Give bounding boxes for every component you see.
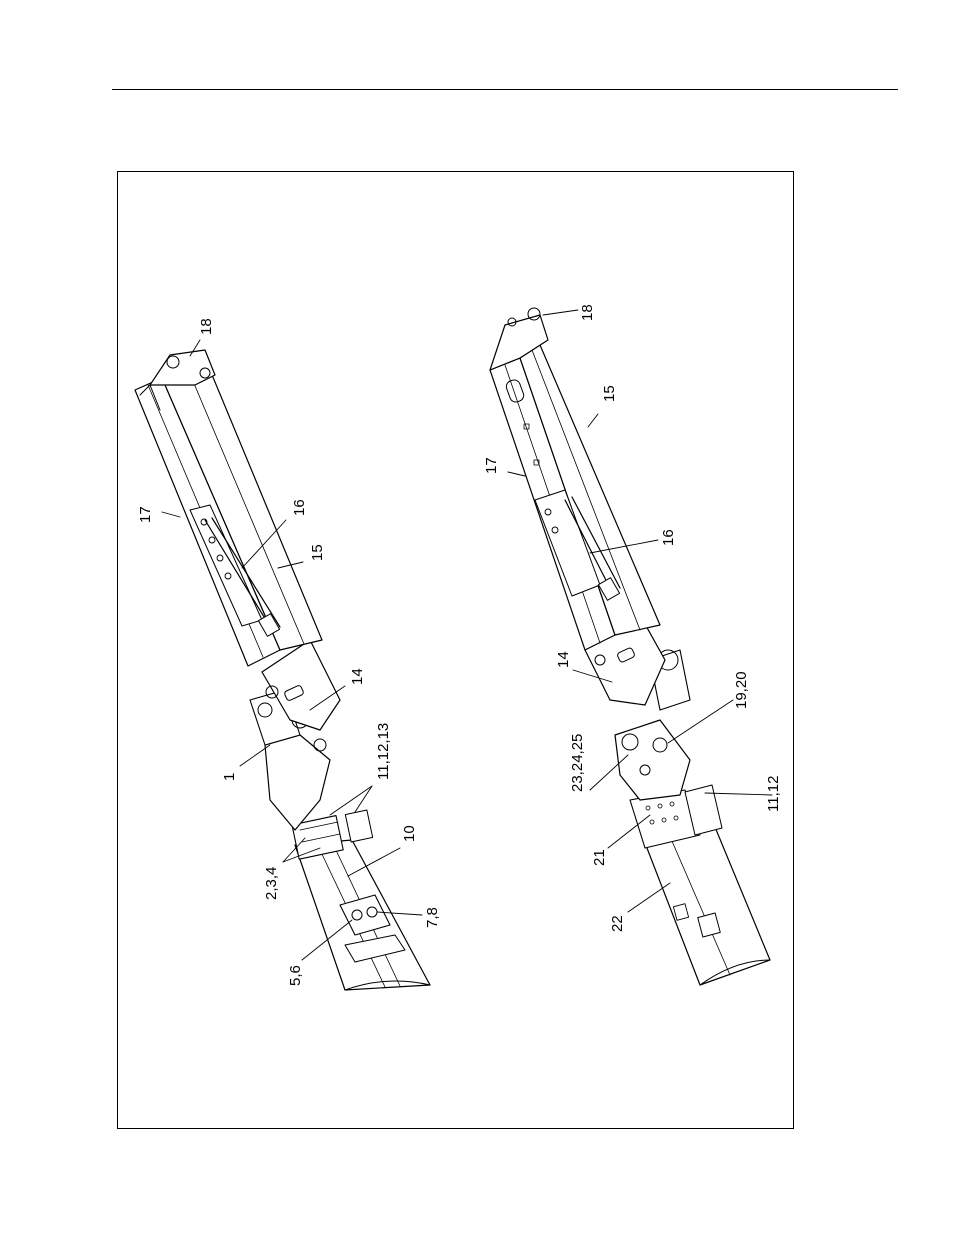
callout-right-22: 22	[609, 915, 626, 932]
callout-left-1: 1	[221, 773, 238, 781]
callout-right-16: 16	[660, 529, 677, 546]
callout-right-15: 15	[601, 385, 618, 402]
callout-left-7-8: 7,8	[424, 907, 441, 928]
callout-right-11-12: 11,12	[765, 776, 782, 812]
callout-right-19-20: 19,20	[733, 671, 750, 709]
callout-left-16: 16	[291, 499, 308, 516]
callout-right-14: 14	[555, 651, 572, 668]
callout-left-11-12-13: 11,12,13	[375, 723, 392, 780]
callout-left-5-6: 5,6	[287, 965, 304, 986]
right-boom-assembly	[490, 308, 770, 985]
callout-left-15: 15	[309, 544, 326, 561]
callout-right-23-24-25: 23,24,25	[569, 734, 586, 792]
callout-left-14: 14	[349, 668, 366, 685]
callout-left-10: 10	[401, 825, 418, 842]
callout-right-21: 21	[591, 849, 608, 866]
callout-left-17: 17	[137, 506, 154, 523]
left-boom-assembly	[135, 350, 430, 990]
callout-left-18: 18	[198, 318, 215, 335]
callout-right-17: 17	[483, 457, 500, 474]
callout-left-2-3-4: 2,3,4	[263, 867, 280, 900]
callout-right-18: 18	[579, 304, 596, 321]
